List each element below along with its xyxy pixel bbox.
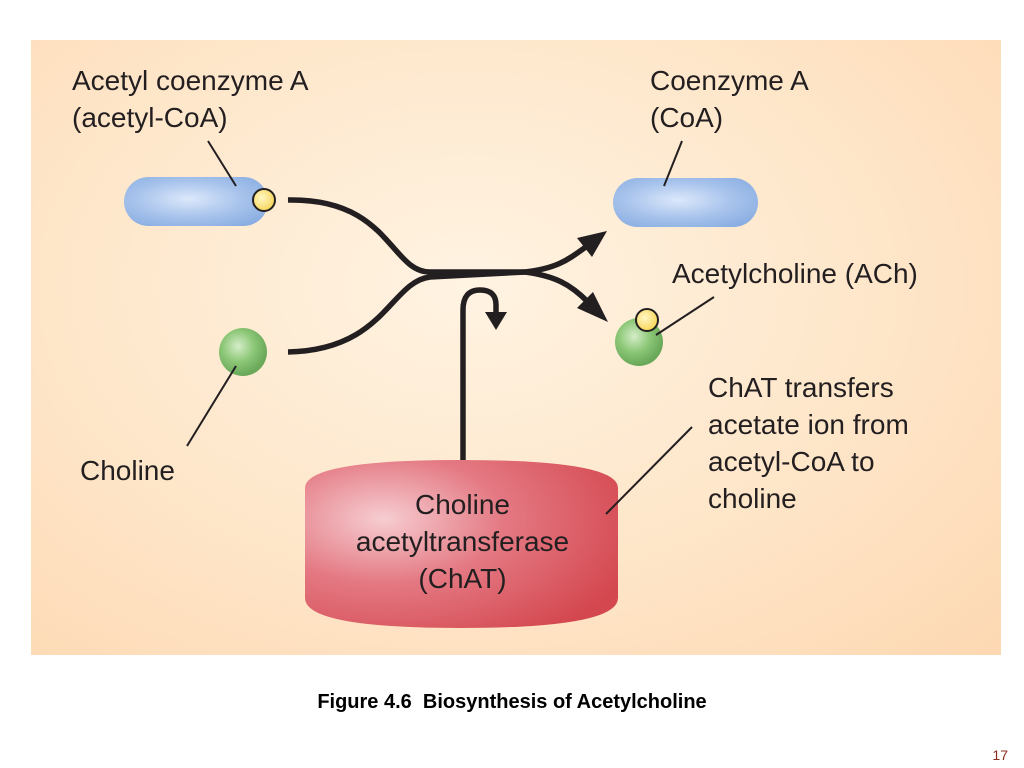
enzyme-action-arrow xyxy=(460,287,499,460)
coa-label: Coenzyme A (CoA) xyxy=(650,62,809,136)
ach-acetate-ion xyxy=(635,308,659,332)
chat-note-line-2: acetate ion from xyxy=(708,409,909,440)
choline-input-line xyxy=(287,269,526,355)
ach-label: Acetylcholine (ACh) xyxy=(672,258,918,289)
chat-enzyme-label-line-1: Choline xyxy=(415,489,510,520)
acetyl-coa-label-line-1: Acetyl coenzyme A xyxy=(72,65,309,96)
acetyl-coa-acetate-ion xyxy=(252,188,276,212)
ach-output-line xyxy=(524,269,590,304)
coa-label-line-2: (CoA) xyxy=(650,102,724,133)
coa-leader-line xyxy=(663,140,683,187)
enzyme-arrowhead xyxy=(485,312,507,330)
acetyl-coa-label: Acetyl coenzyme A (acetyl-CoA) xyxy=(72,62,309,136)
acetyl-coa-label-line-2: (acetyl-CoA) xyxy=(72,102,228,133)
chat-note-line-3: acetyl-CoA to xyxy=(708,446,875,477)
coa-output-line xyxy=(524,241,592,275)
coa-capsule xyxy=(613,178,758,227)
chat-note-line-4: choline xyxy=(708,483,797,514)
chat-enzyme-label-line-2: acetyltransferase xyxy=(355,526,570,557)
chat-enzyme-body xyxy=(305,460,618,628)
slide-number: 17 xyxy=(992,747,1008,763)
coa-label-line-1: Coenzyme A xyxy=(650,65,809,96)
chat-note-line-1: ChAT transfers xyxy=(708,372,894,403)
choline-sphere xyxy=(219,328,267,376)
chat-enzyme-label-line-3: (ChAT) xyxy=(418,563,507,594)
chat-note: ChAT transfers acetate ion from acetyl-C… xyxy=(708,369,909,517)
figure-caption: Figure 4.6 Biosynthesis of Acetylcholine xyxy=(317,691,707,713)
choline-leader-line xyxy=(186,365,237,447)
acetyl-coa-capsule xyxy=(124,177,268,226)
chat-enzyme-label: Choline acetyltransferase (ChAT) xyxy=(305,486,620,597)
acetyl-coa-input-line xyxy=(287,197,525,275)
acetyl-coa-leader-line xyxy=(207,140,237,187)
chat-note-leader-line xyxy=(605,426,693,515)
ach-leader-line xyxy=(655,296,715,336)
choline-label: Choline xyxy=(80,455,175,486)
coa-arrowhead xyxy=(577,231,607,257)
ach-arrowhead xyxy=(577,292,608,322)
